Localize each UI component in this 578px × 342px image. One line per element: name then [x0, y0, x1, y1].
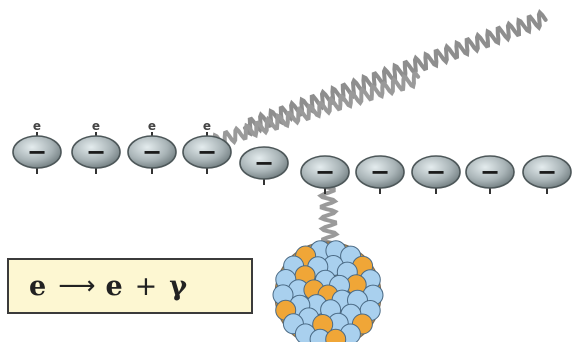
electron-body	[411, 155, 461, 189]
electron-body	[355, 155, 405, 189]
electron-body	[127, 135, 177, 169]
equation-arrow-icon: ⟶	[58, 271, 95, 301]
electron-label: e	[148, 119, 156, 133]
negative-charge-icon: −	[537, 158, 557, 186]
electron: e−	[12, 119, 62, 174]
electron-body	[522, 155, 572, 189]
negative-charge-icon: −	[27, 138, 47, 166]
negative-charge-icon: −	[315, 158, 335, 186]
negative-charge-icon: −	[480, 158, 500, 186]
emitted-photons	[186, 8, 548, 254]
negative-charge-icon: −	[426, 158, 446, 186]
equation-rhs-electron: e	[105, 270, 123, 302]
negative-charge-icon: −	[86, 138, 106, 166]
electron: −	[465, 155, 515, 194]
electron-body	[12, 135, 62, 169]
electron: −	[411, 155, 461, 194]
nucleus	[272, 240, 384, 342]
equation-photon-symbol: γ	[169, 270, 188, 302]
negative-charge-icon: −	[370, 158, 390, 186]
electron-label: e	[203, 119, 211, 133]
electron-label: e	[92, 119, 100, 133]
equation-lhs-electron: e	[29, 270, 47, 302]
electron-body	[71, 135, 121, 169]
electron: −	[239, 146, 289, 185]
negative-charge-icon: −	[254, 149, 274, 177]
electron-body	[239, 146, 289, 180]
electron: e−	[182, 119, 232, 174]
photon-wave-lower	[186, 71, 421, 158]
negative-charge-icon: −	[142, 138, 162, 166]
equation-plus: +	[134, 270, 158, 302]
nucleon	[325, 328, 347, 342]
electron-body	[182, 135, 232, 169]
electron: e−	[127, 119, 177, 174]
electron: −	[522, 155, 572, 194]
photon-wave-upper	[243, 8, 548, 137]
electron: e−	[71, 119, 121, 174]
electron-beam: e−e−e−e−−−−−−−	[12, 119, 572, 194]
negative-charge-icon: −	[197, 138, 217, 166]
electron-body	[300, 155, 350, 189]
reaction-equation-box: e ⟶ e + γ	[7, 258, 253, 314]
electron: −	[355, 155, 405, 194]
electron-body	[465, 155, 515, 189]
electron: −	[300, 155, 350, 194]
electron-label: e	[33, 119, 41, 133]
